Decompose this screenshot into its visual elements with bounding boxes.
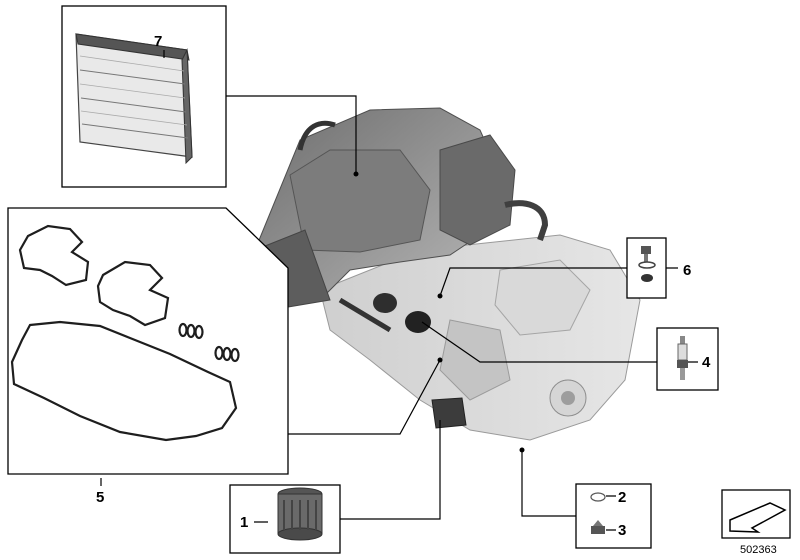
- callout-1-label: 1: [240, 514, 248, 531]
- callout-6-leader: [439, 267, 678, 297]
- callout-5-point: [437, 357, 443, 363]
- callout-1-leader: [254, 420, 441, 523]
- callout-7-label: 7: [154, 33, 162, 50]
- screw-part: [638, 246, 656, 282]
- callout-3-label: 3: [618, 522, 626, 539]
- callout-2-label: 2: [618, 489, 626, 506]
- callout-7-leader: [163, 50, 357, 174]
- orientation-arrow-icon: [729, 502, 787, 533]
- callout-2-3-point: [519, 447, 525, 453]
- gasket-set-frame: [7, 207, 289, 475]
- callout-4-leader: [421, 321, 698, 363]
- o-ring-part: [590, 492, 606, 502]
- reference-number: 502363: [740, 544, 777, 556]
- seal-plug-frame: [575, 483, 652, 549]
- drain-plug-part: [591, 520, 605, 534]
- engine-illustration: [254, 107, 641, 441]
- air-filter-element: [75, 33, 193, 165]
- spark-plug-frame: [656, 327, 719, 391]
- callout-6-point: [437, 293, 443, 299]
- callout-2-3-leader: [521, 450, 616, 531]
- oil-filter-part: [277, 487, 323, 541]
- callout-4-label: 4: [702, 354, 711, 371]
- spark-plug-part: [677, 336, 688, 380]
- gasket-set-parts: [10, 224, 240, 442]
- callout-5-leader: [100, 359, 441, 486]
- callout-6-label: 6: [683, 262, 691, 279]
- callout-5-label: 5: [96, 489, 104, 506]
- callout-7-point: [353, 171, 359, 177]
